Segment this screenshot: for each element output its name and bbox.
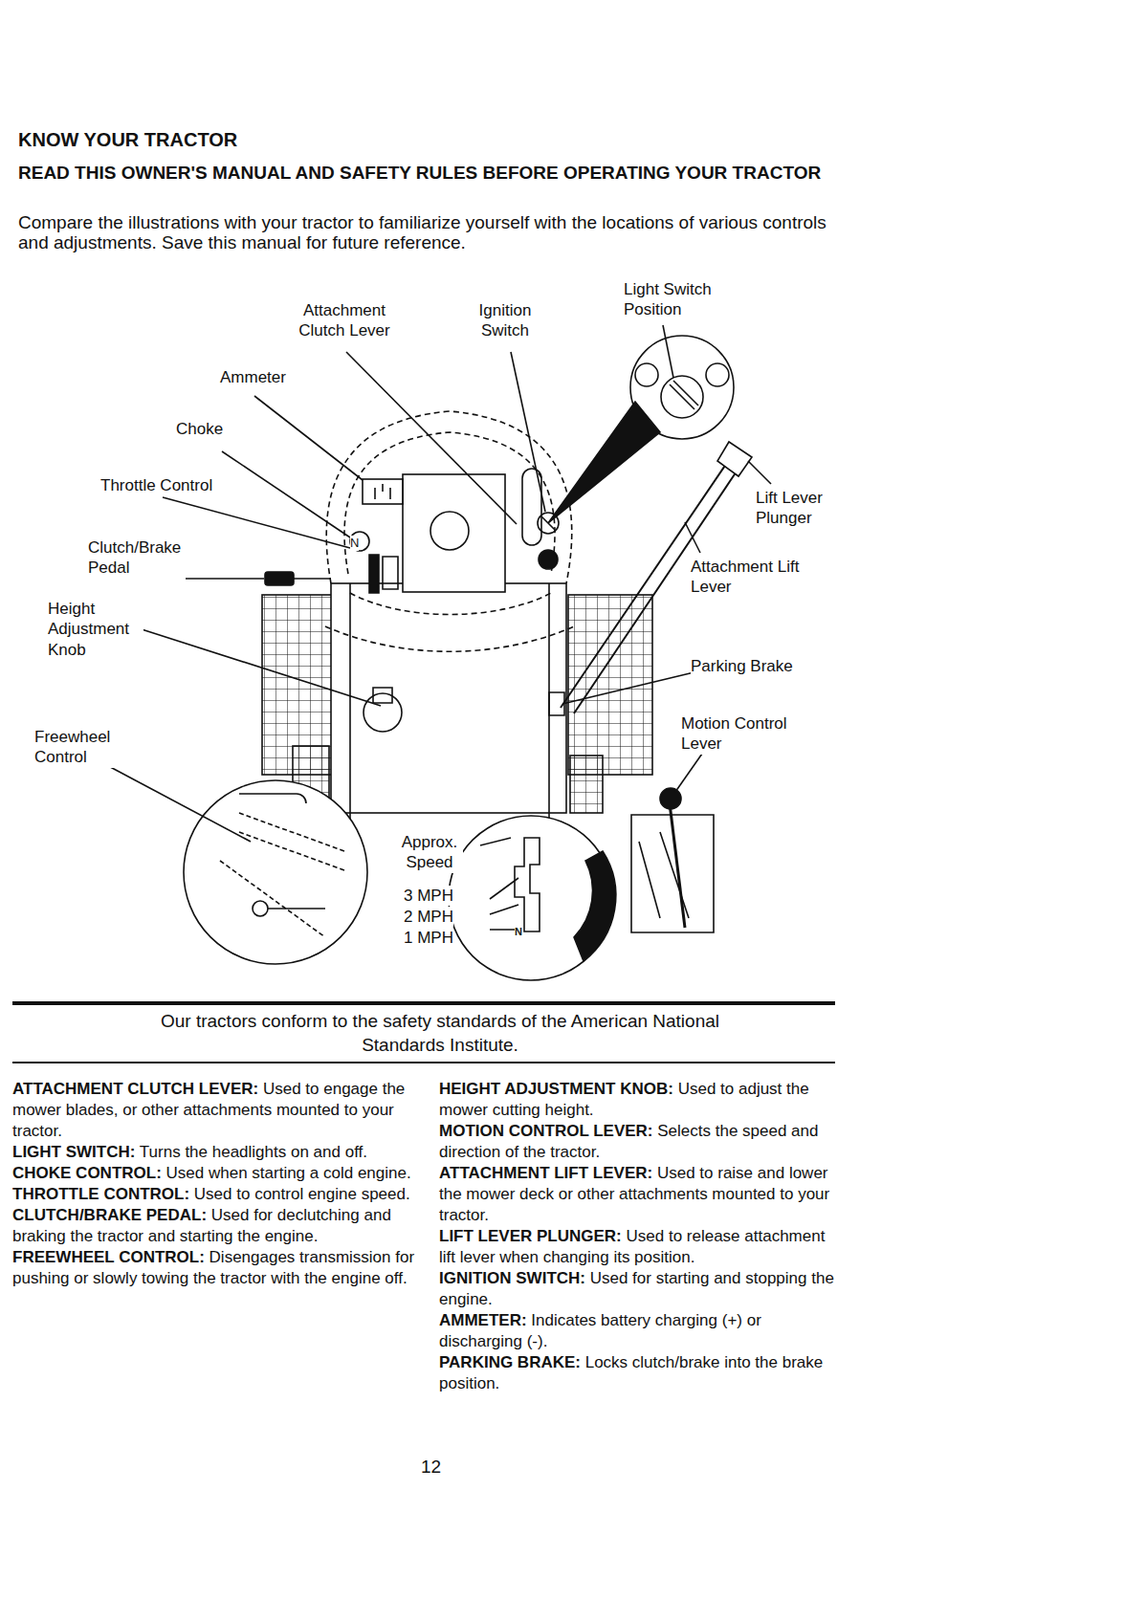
- definition: LIGHT SWITCH: Turns the headlights on an…: [12, 1142, 424, 1164]
- part-label: Attachment Clutch Lever: [286, 300, 402, 342]
- definition: IGNITION SWITCH: Used for starting and s…: [439, 1268, 841, 1311]
- part-label: Height Adjustment Knob: [47, 598, 144, 661]
- definition-text: Used to control engine speed.: [189, 1185, 411, 1204]
- part-label: Ammeter: [220, 367, 287, 388]
- definition-term: THROTTLE CONTROL:: [12, 1185, 190, 1204]
- part-label: Freewheel Control: [34, 727, 121, 769]
- definition: MOTION CONTROL LEVER: Selects the speed …: [439, 1121, 841, 1164]
- definition-term: FREEWHEEL CONTROL:: [12, 1248, 205, 1267]
- definition-term: LIFT LEVER PLUNGER:: [439, 1227, 622, 1246]
- definition-term: ATTACHMENT LIFT LEVER:: [439, 1164, 653, 1183]
- part-label: Ignition Switch: [466, 300, 544, 342]
- definition: CLUTCH/BRAKE PEDAL: Used for declutching…: [12, 1205, 424, 1248]
- definition-text: Turns the headlights on and off.: [134, 1143, 368, 1162]
- definition: ATTACHMENT LIFT LEVER: Used to raise and…: [439, 1163, 841, 1227]
- part-label: Throttle Control: [100, 475, 213, 496]
- definition: FREEWHEEL CONTROL: Disengages transmissi…: [12, 1247, 424, 1290]
- part-label: Lift Lever Plunger: [755, 487, 833, 529]
- speed-heading: Approx. Speed: [396, 832, 463, 874]
- part-label: Clutch/Brake Pedal: [88, 537, 184, 579]
- speed-value: 2 MPH: [403, 906, 454, 927]
- part-label: Parking Brake: [690, 656, 794, 677]
- subheading: READ THIS OWNER'S MANUAL AND SAFETY RULE…: [18, 162, 860, 183]
- definition: AMMETER: Indicates battery charging (+) …: [439, 1310, 841, 1353]
- page-title: KNOW YOUR TRACTOR: [18, 128, 238, 152]
- part-label: Attachment Lift Lever: [690, 556, 806, 598]
- definition: PARKING BRAKE: Locks clutch/brake into t…: [439, 1352, 841, 1395]
- definition-term: PARKING BRAKE:: [439, 1353, 581, 1372]
- definition: CHOKE CONTROL: Used when starting a cold…: [12, 1163, 424, 1185]
- page-number: 12: [420, 1455, 441, 1479]
- definition-term: MOTION CONTROL LEVER:: [439, 1122, 654, 1141]
- figure-caption: Our tractors conform to the safety stand…: [133, 1009, 747, 1058]
- part-label: Choke: [176, 418, 223, 440]
- definition-term: AMMETER:: [439, 1311, 528, 1330]
- definition-term: CHOKE CONTROL:: [12, 1164, 162, 1183]
- definition-term: CLUTCH/BRAKE PEDAL:: [12, 1206, 207, 1225]
- part-label: Light Switch Position: [623, 279, 729, 321]
- definition-column: HEIGHT ADJUSTMENT KNOB: Used to adjust t…: [439, 1079, 841, 1395]
- neutral-mark: N: [350, 535, 359, 551]
- speed-value: 1 MPH: [403, 927, 454, 948]
- definition: HEIGHT ADJUSTMENT KNOB: Used to adjust t…: [439, 1079, 841, 1122]
- definition-column: ATTACHMENT CLUTCH LEVER: Used to engage …: [12, 1079, 424, 1290]
- definition: LIFT LEVER PLUNGER: Used to release atta…: [439, 1226, 841, 1269]
- definition-text: Used when starting a cold engine.: [161, 1164, 412, 1183]
- definition: THROTTLE CONTROL: Used to control engine…: [12, 1184, 424, 1206]
- definition-term: LIGHT SWITCH:: [12, 1143, 135, 1162]
- neutral-mark: N: [514, 925, 523, 940]
- definition-term: ATTACHMENT CLUTCH LEVER:: [12, 1079, 259, 1099]
- definition-term: HEIGHT ADJUSTMENT KNOB:: [439, 1079, 674, 1099]
- intro-text: Compare the illustrations with your trac…: [18, 212, 860, 253]
- part-label: Motion Control Lever: [681, 713, 796, 755]
- definition: ATTACHMENT CLUTCH LEVER: Used to engage …: [12, 1079, 424, 1143]
- definition-term: IGNITION SWITCH:: [439, 1269, 586, 1288]
- speed-value: 3 MPH: [403, 885, 454, 906]
